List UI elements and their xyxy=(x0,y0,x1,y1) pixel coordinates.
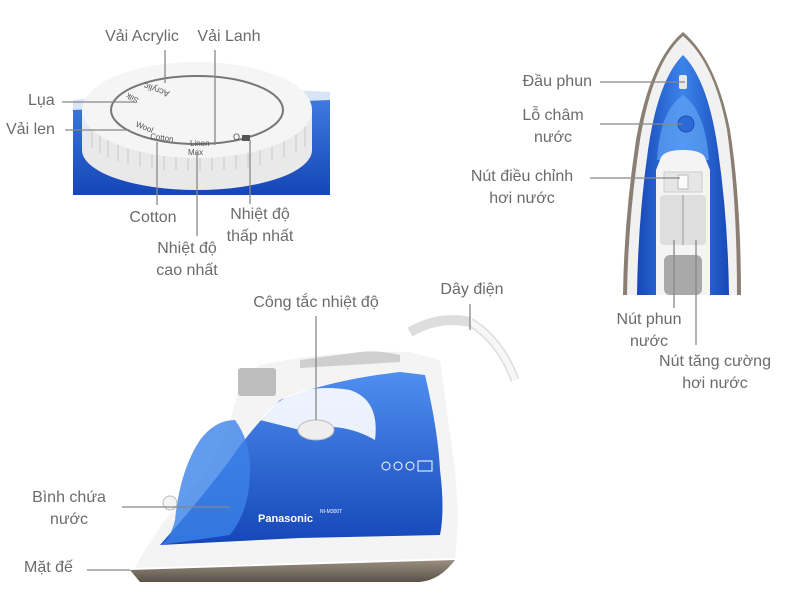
label-line: Nhiệt độ xyxy=(230,206,290,223)
label-max-temp: Nhiệt độ cao nhất xyxy=(156,238,217,282)
label-line: nước xyxy=(49,511,89,528)
dial-off-text: O xyxy=(233,132,240,142)
label-line: thấp nhất xyxy=(226,228,294,245)
label-line: Nút điều chỉnh xyxy=(470,168,574,185)
leader-lines xyxy=(62,50,697,571)
label-cord: Dây điện xyxy=(440,281,504,298)
iron-side-view: Panasonic NI-M300T xyxy=(130,315,520,582)
dial-photo: Acrylic Silk Wool Cotton Linen Max O xyxy=(73,60,330,195)
label-water-inlet: Lỗ châm nước xyxy=(522,105,583,149)
label-wool: Vải len xyxy=(6,121,55,138)
dial-linen-text: Linen xyxy=(190,139,210,148)
label-spray-button: Nút phun nước xyxy=(617,309,682,353)
label-temp-dial: Công tắc nhiệt độ xyxy=(253,294,379,311)
label-line: Nhiệt độ xyxy=(157,240,217,257)
model-text: NI-M300T xyxy=(320,509,342,515)
label-line: cao nhất xyxy=(156,262,218,279)
label-line: Nút tăng cường xyxy=(659,353,771,370)
label-acrylic: Vải Acrylic xyxy=(105,28,179,45)
label-line: Bình chứa xyxy=(32,489,106,506)
label-silk: Lụa xyxy=(28,92,55,109)
dial-max-text: Max xyxy=(188,148,203,157)
label-nozzle: Đầu phun xyxy=(522,73,592,90)
label-line: hơi nước xyxy=(682,375,748,392)
label-cotton: Cotton xyxy=(129,209,177,226)
label-steam-boost: Nút tăng cường hơi nước xyxy=(659,351,771,395)
label-line: Nút phun xyxy=(616,311,682,328)
label-line: Lỗ châm xyxy=(522,107,584,124)
label-line: hơi nước xyxy=(489,190,555,207)
label-water-tank: Bình chứa nước xyxy=(32,487,106,531)
iron-top-view xyxy=(623,32,741,295)
brand-logo-text: Panasonic xyxy=(258,513,313,525)
label-line: nước xyxy=(629,333,669,350)
label-soleplate: Mặt đế xyxy=(24,559,73,576)
label-linen: Vải Lanh xyxy=(197,28,261,45)
dial-cotton-text: Cotton xyxy=(150,132,175,144)
label-steam-control: Nút điều chỉnh hơi nước xyxy=(471,166,573,210)
label-line: nước xyxy=(533,129,573,146)
label-min-temp: Nhiệt độ thấp nhất xyxy=(227,204,294,248)
